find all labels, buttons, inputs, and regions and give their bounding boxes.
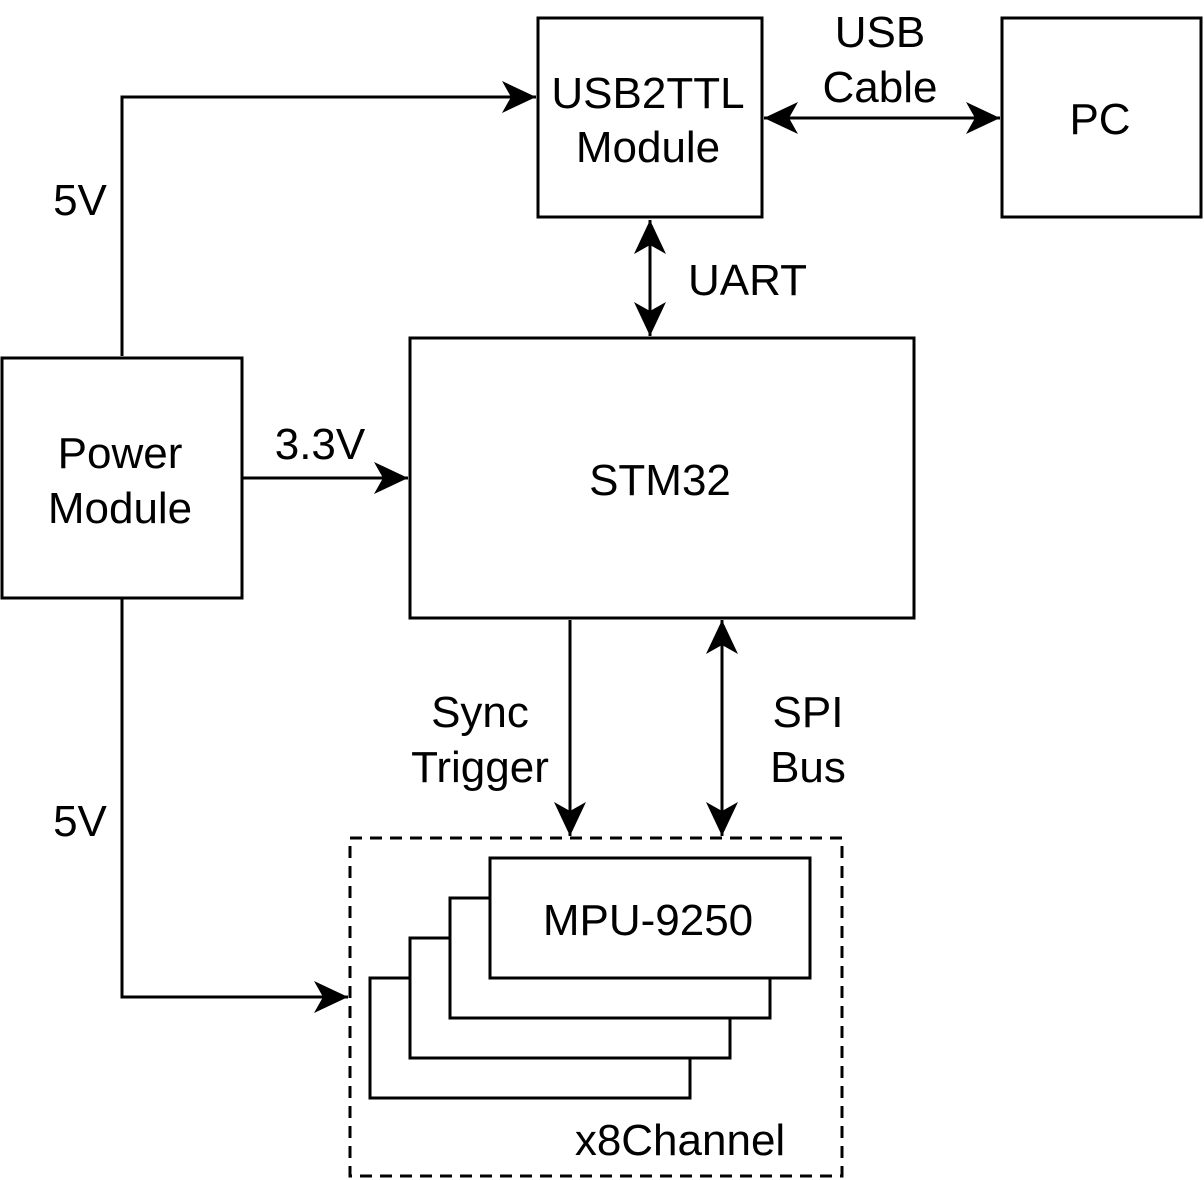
sync-trigger-label-line1: Sync [431,688,529,737]
5v-line-to-usb2ttl [120,81,536,356]
sensor-channel-group [348,836,844,1178]
5v-bottom-label: 5V [53,797,107,846]
usb2ttl-label-line2: Module [576,123,720,172]
usb2ttl-module-block: USB2TTL Module [536,16,764,219]
3v3-label: 3.3V [275,420,366,469]
usb-cable-label-line1: USB [835,8,925,57]
mpu9250-block: MPU-9250 [488,856,812,980]
power-label-line2: Module [48,484,192,533]
power-module-block: Power Module [0,356,244,600]
spi-bus-label-line2: Bus [770,743,846,792]
spi-bus-label-line1: SPI [773,688,844,737]
sync-trigger-label-line2: Trigger [411,743,549,792]
pc-block: PC [1000,16,1203,219]
mpu9250-label: MPU-9250 [543,896,753,945]
usb-cable-label-line2: Cable [823,63,938,112]
usb2ttl-label-line1: USB2TTL [551,69,744,118]
power-label-line1: Power [58,429,183,478]
5v-line-to-sensors [120,598,348,1013]
uart-label: UART [688,256,807,305]
stm32-block: STM32 [408,336,916,620]
pc-label: PC [1069,95,1130,144]
5v-top-label: 5V [53,176,107,225]
channel-count-label: x8Channel [575,1116,785,1165]
stm32-label: STM32 [589,456,731,505]
